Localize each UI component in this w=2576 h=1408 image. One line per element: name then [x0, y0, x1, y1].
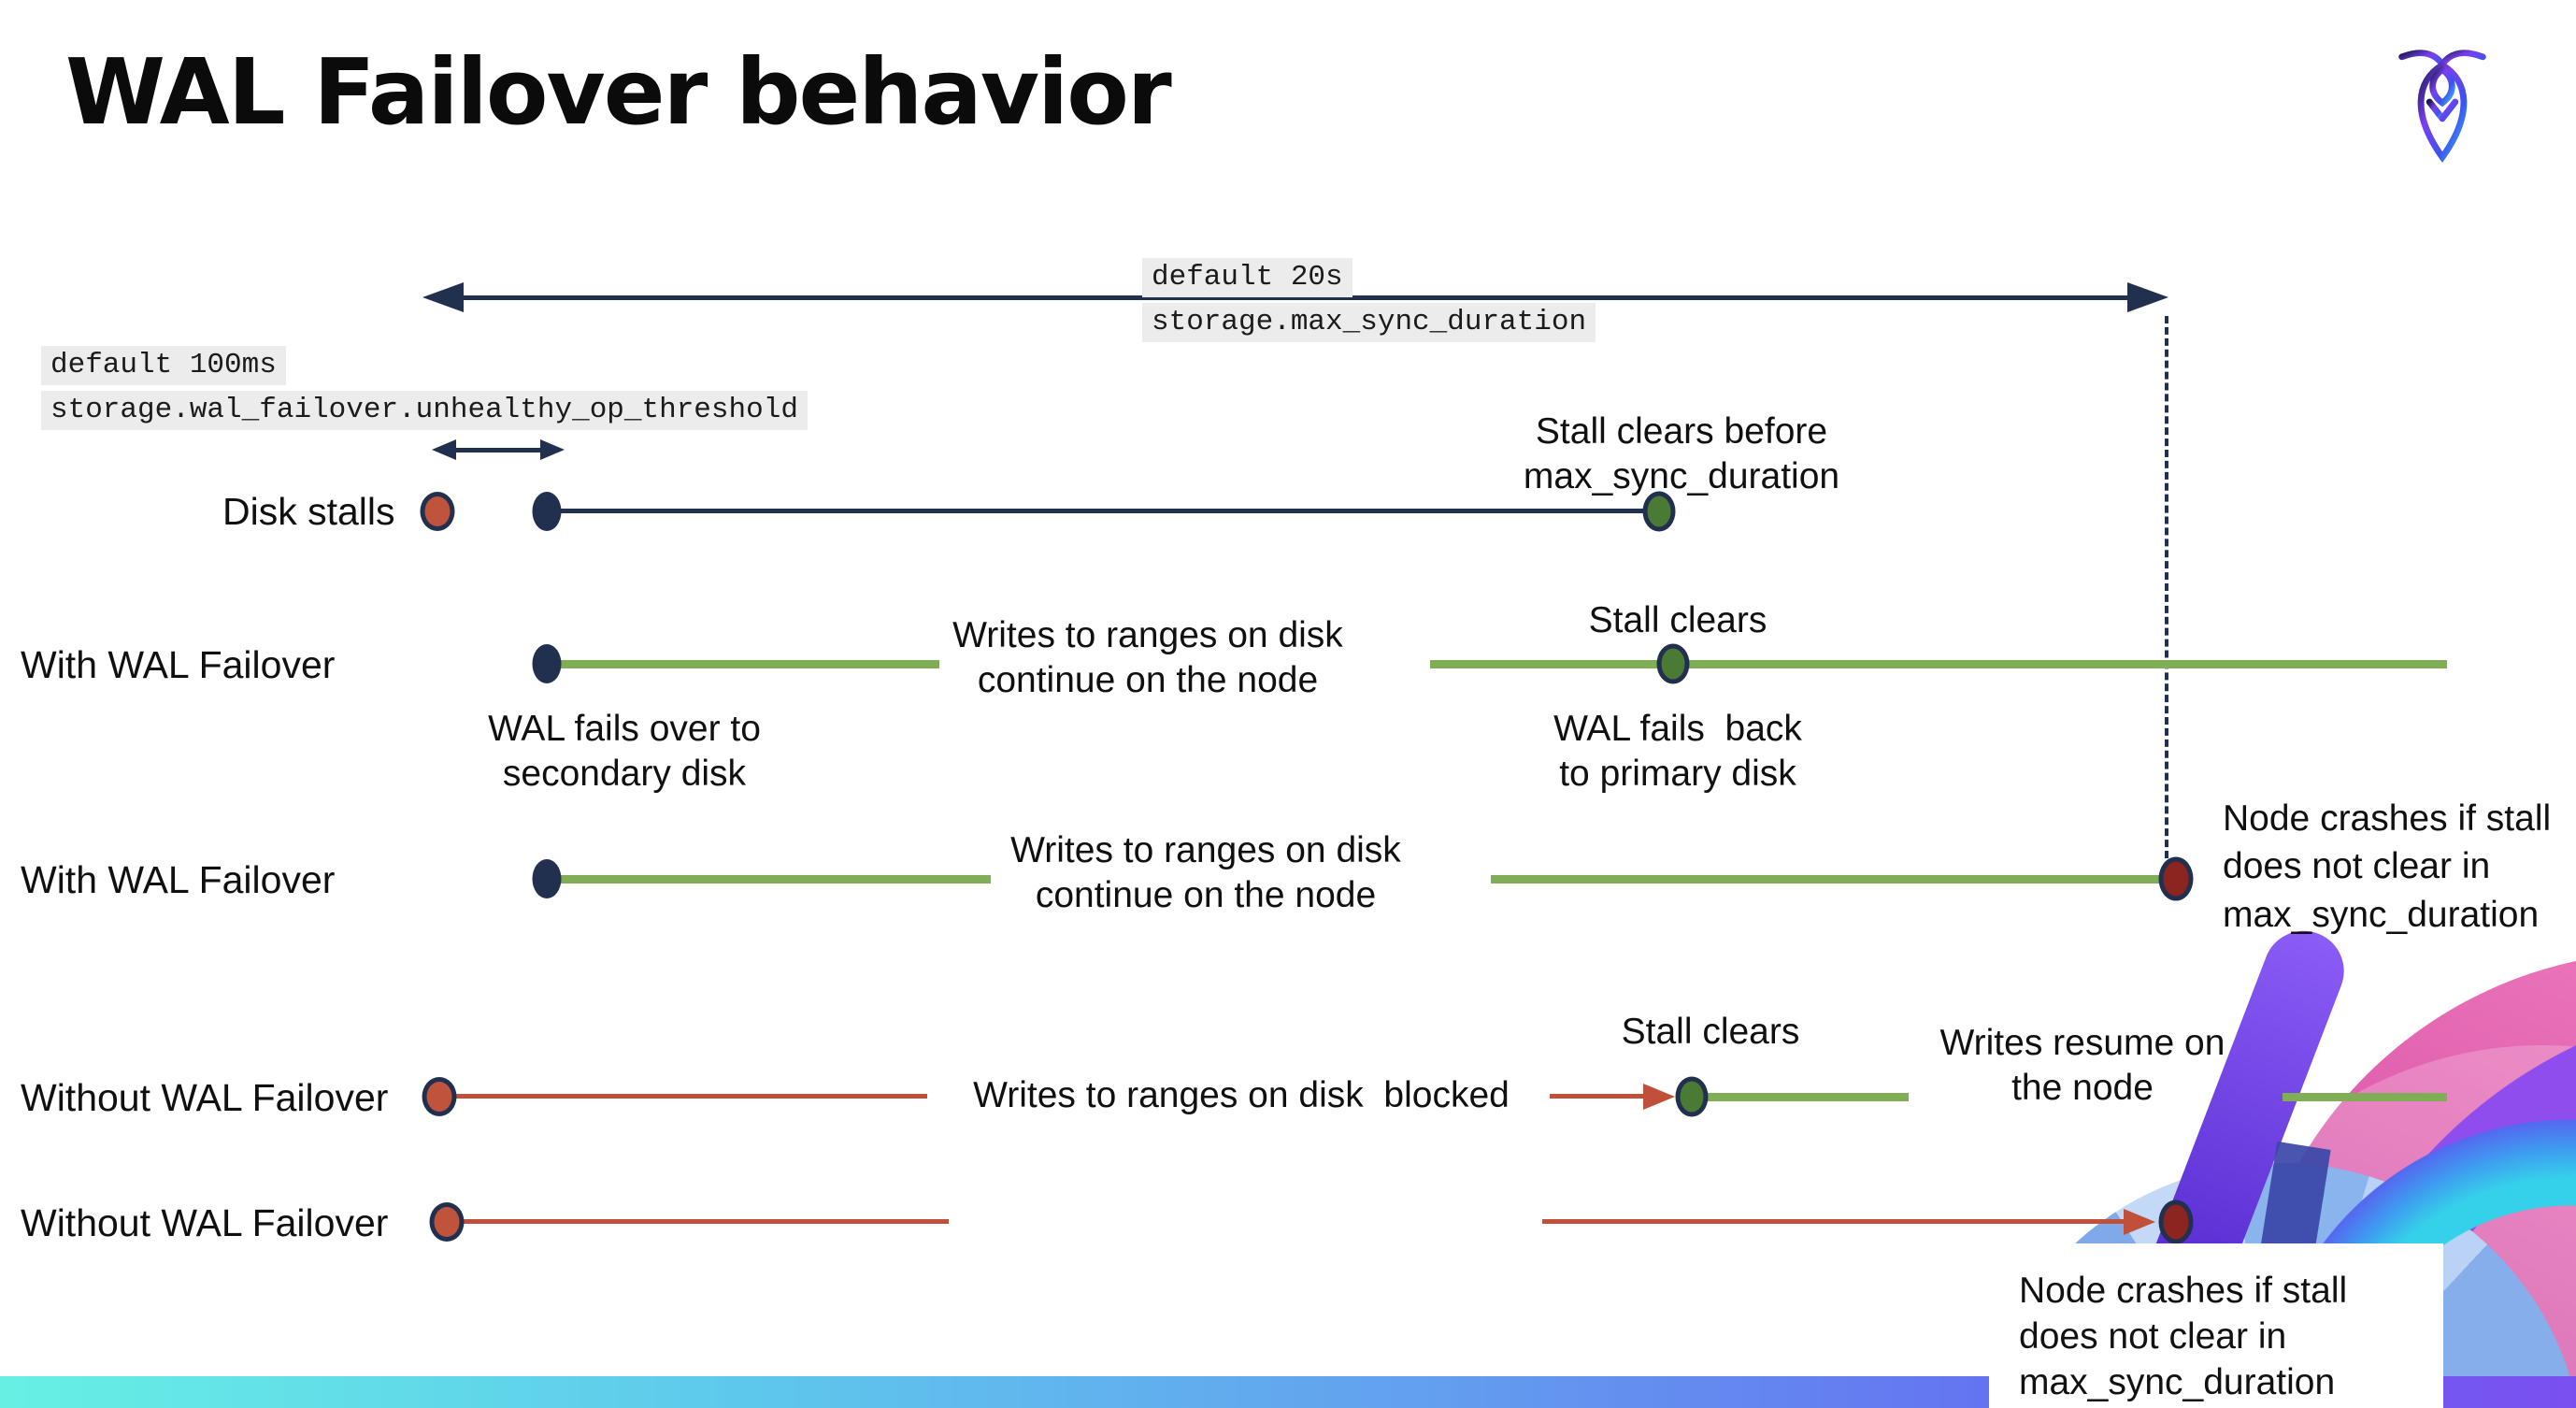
unhealthy-op-arrow-line [451, 448, 544, 453]
annotation-stall-clears-2: Stall clears [1621, 1012, 1800, 1052]
writes-blocked-segment [439, 1094, 927, 1099]
writes-continue-segment [1430, 660, 2447, 668]
max-sync-default-label: default 20s [1142, 258, 1352, 298]
stall-clear-dot [1642, 491, 1676, 532]
writes-resume-segment [2283, 1093, 2447, 1101]
annotation-wal-fails-back: WAL fails back to primary disk [1553, 709, 1802, 795]
threshold-reached-dot [532, 492, 562, 531]
annotation-writes-blocked-1: Writes to ranges on disk blocked [973, 1075, 1510, 1115]
row-label-with-wal-failover-2: With WAL Failover [21, 858, 336, 901]
annotation-node-crashes-1: Node crashes if stall does not clear in … [2223, 798, 2552, 935]
row-label-with-wal-failover-1: With WAL Failover [21, 643, 336, 686]
writes-continue-segment [1491, 875, 2173, 884]
writes-blocked-segment [1542, 1219, 2131, 1224]
red-arrowhead-icon [1643, 1084, 1675, 1110]
annotation-writes-continue-1: Writes to ranges on disk continue on the… [952, 615, 1343, 701]
annotation-stall-clears-1: Stall clears [1588, 600, 1767, 640]
arrowhead-left-icon [432, 439, 456, 460]
max-sync-duration-arrow-line [456, 295, 2129, 300]
disk-stall-start-dot [429, 1202, 465, 1242]
failover-trigger-dot [532, 859, 562, 898]
arrowhead-left-icon [422, 282, 464, 312]
unhealthy-op-default-label: default 100ms [41, 346, 286, 386]
row-label-disk-stalls: Disk stalls [222, 490, 395, 533]
writes-resume-segment [1694, 1093, 1909, 1101]
row-label-without-wal-failover-2: Without WAL Failover [21, 1201, 389, 1244]
stall-clear-dot [1656, 643, 1690, 684]
max-sync-setting-label: storage.max_sync_duration [1142, 303, 1596, 343]
disk-stall-start-dot [420, 492, 455, 531]
stall-clear-dot [1675, 1076, 1709, 1117]
disk-stall-start-dot [422, 1077, 457, 1116]
cockroachdb-logo-icon [2398, 50, 2486, 164]
page-title: WAL Failover behavior [65, 39, 1172, 145]
disk-stall-timeline [550, 509, 1653, 513]
writes-continue-segment [547, 875, 991, 884]
writes-blocked-segment [447, 1219, 949, 1224]
arrowhead-right-icon [540, 439, 565, 460]
arrowhead-right-icon [2127, 282, 2168, 312]
failover-trigger-dot [532, 644, 562, 683]
annotation-writes-resume: Writes resume on the node [1939, 1023, 2225, 1109]
annotation-wal-fails-over: WAL fails over to secondary disk [488, 709, 761, 795]
node-crashes-callout-box: Node crashes if stall does not clear in … [1989, 1243, 2443, 1408]
red-arrowhead-icon [2124, 1209, 2155, 1235]
writes-blocked-segment [1550, 1094, 1653, 1099]
node-crash-dot [2158, 1200, 2194, 1244]
annotation-writes-continue-2: Writes to ranges on disk continue on the… [1010, 830, 1401, 916]
max-sync-deadline-connector [2165, 316, 2168, 858]
row-label-without-wal-failover-1: Without WAL Failover [21, 1076, 389, 1119]
writes-continue-segment [547, 660, 939, 668]
unhealthy-op-setting-label: storage.wal_failover.unhealthy_op_thresh… [41, 391, 808, 431]
annotation-stall-clears-before: Stall clears before max_sync_duration [1523, 411, 1840, 497]
node-crash-dot [2158, 856, 2194, 901]
